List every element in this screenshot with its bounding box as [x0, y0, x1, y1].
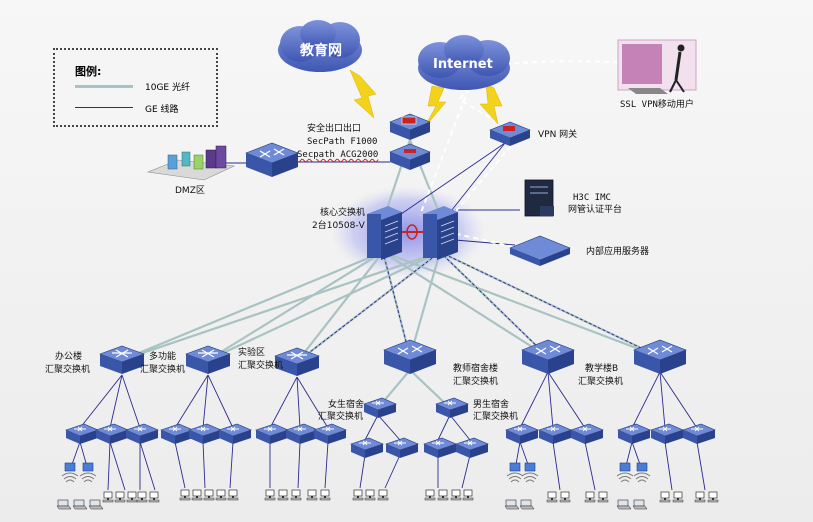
internet-cloud [418, 35, 510, 90]
legend-ge-label: GE 线路 [145, 105, 179, 115]
firewall-f1000 [389, 113, 431, 140]
ssl-vpn-user-image [617, 39, 697, 94]
agg-switch-female-dorm [363, 397, 397, 419]
female-agg-label: 汇聚交换机 [318, 412, 364, 422]
teacher-dorm-label: 教师宿舍楼 [453, 364, 499, 374]
lightning-internet-1 [423, 85, 447, 129]
multi-label: 多功能 [149, 352, 177, 362]
internal-servers-device [509, 235, 571, 266]
core-switch-b [423, 206, 458, 260]
legend-fiber-label: 10GE 光纤 [145, 83, 190, 93]
ssl-vpn-user-label: SSL VPN移动用户 [620, 100, 694, 110]
teaching-b-label: 教学楼B [585, 364, 619, 374]
internet-label: Internet [433, 57, 493, 72]
dmz-router [245, 142, 299, 178]
legend-box: 图例: 10GE 光纤 GE 线路 [53, 48, 218, 127]
wireless-aps [61, 462, 651, 483]
female-dorm-label: 女生宿舍 [328, 400, 365, 410]
multi-agg-label: 汇聚交换机 [140, 365, 186, 375]
vpn-gateway-device [489, 121, 531, 146]
edu-cloud [278, 20, 362, 72]
lightning-internet-2 [479, 83, 503, 125]
edu-net-label: 教育网 [300, 43, 342, 59]
secpath-f1000-label: SecPath F1000 [307, 137, 378, 147]
lab-agg-label: 汇聚交换机 [238, 361, 284, 371]
imc-desc-label: 网管认证平台 [568, 205, 623, 215]
core-switch-label: 核心交换机 [320, 208, 366, 218]
agg-switch-teacher-dorm [383, 339, 437, 375]
lightning-edu [349, 69, 377, 119]
core-interlink [402, 224, 423, 240]
agg-switch-office [99, 345, 145, 375]
teaching-b-agg-label: 汇聚交换机 [578, 377, 624, 387]
firewall-acg2000 [389, 143, 431, 170]
ge-swatch [75, 107, 133, 108]
vpn-gateway-label: VPN 网关 [538, 130, 578, 140]
security-exit-label: 安全出口出口 [307, 124, 362, 134]
agg-switch-extra [633, 339, 687, 375]
core-switch-a [367, 206, 402, 260]
dmz-servers [146, 145, 236, 181]
end-hosts [56, 489, 719, 510]
core-switch-model-label: 2台10508-V [312, 221, 365, 231]
ge-links [69, 142, 706, 491]
office-agg-label: 汇聚交换机 [45, 365, 91, 375]
lab-label: 实验区 [238, 348, 266, 358]
fiber-swatch [75, 85, 133, 88]
legend-row-ge: GE 线路 [75, 102, 210, 115]
imc-server [524, 179, 554, 217]
imc-name-label: H3C IMC [573, 193, 611, 203]
dmz-label: DMZ区 [175, 186, 205, 196]
male-dorm-label: 男生宿舍 [473, 400, 510, 410]
vpn-tunnel-branch [419, 71, 476, 216]
teacher-agg-label: 汇聚交换机 [453, 377, 499, 387]
secpath-acg-label: Secpath ACG2000 [297, 150, 379, 160]
office-label: 办公楼 [55, 352, 83, 362]
internal-servers-label: 内部应用服务器 [586, 247, 650, 257]
male-agg-label: 汇聚交换机 [473, 412, 519, 422]
legend-title: 图例: [75, 65, 102, 78]
legend-row-fiber: 10GE 光纤 [75, 80, 210, 93]
agg-switch-male-dorm [435, 397, 469, 419]
